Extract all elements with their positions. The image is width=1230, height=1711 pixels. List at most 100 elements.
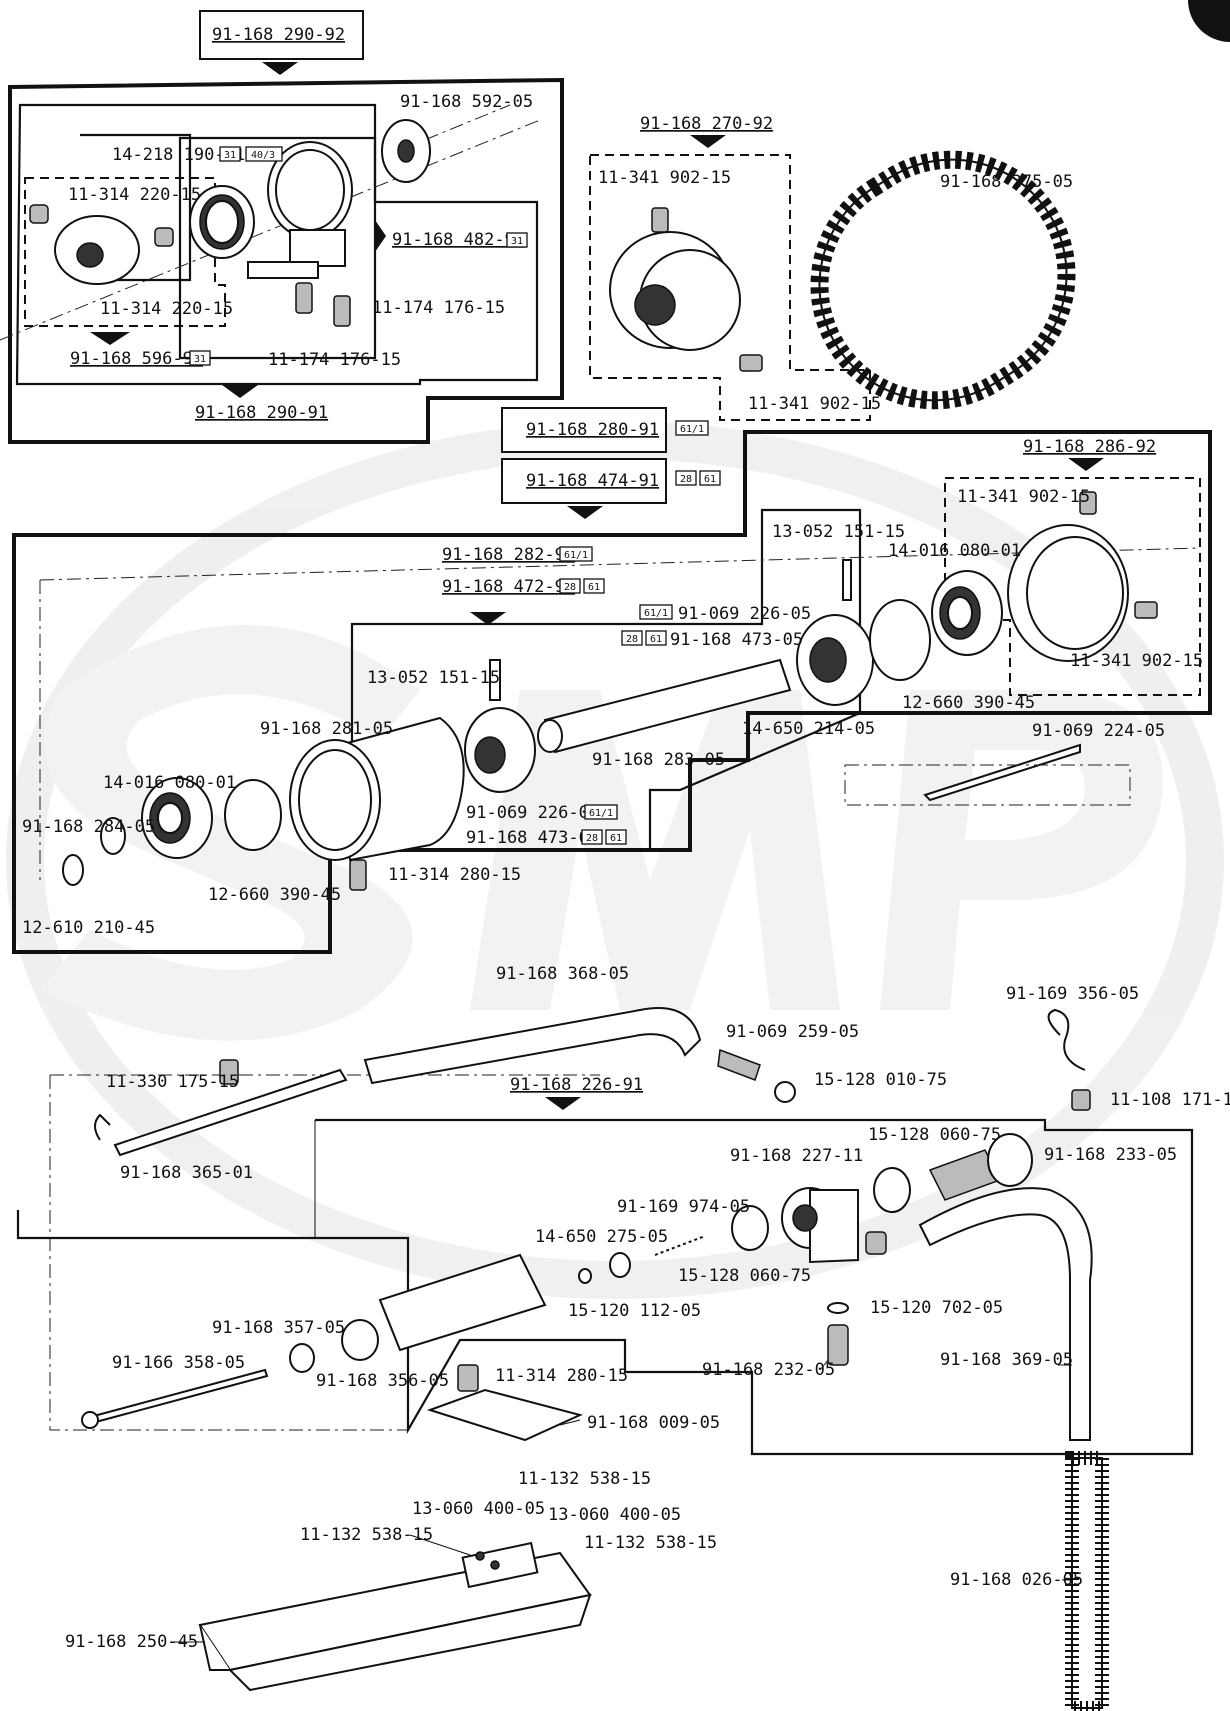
washer-part	[381, 119, 431, 183]
hose-369	[918, 1187, 1093, 1441]
label-11-341-902-15-a: 11-341 902-15	[598, 168, 731, 188]
label-91-168-356-05: 91-168 356-05	[316, 1371, 449, 1391]
check-valve-232	[827, 1302, 849, 1366]
tag-61-1-c: 61/1	[644, 608, 668, 619]
flange-right-part	[796, 559, 874, 706]
assembly-290-92: 91-168 290-92	[0, 10, 564, 444]
tag-31-a: 31	[224, 150, 236, 161]
label-13-060-400-05-a: 13-060 400-05	[412, 1499, 545, 1519]
label-91-069-226-05-b: 91-069 226-05	[466, 803, 599, 823]
plunger-356	[341, 1252, 631, 1361]
label-91-168-473-05-a: 91-168 473-05	[670, 630, 803, 650]
label-11-132-538-15-c: 11-132 538-15	[584, 1533, 717, 1553]
label-11-314-280-15-a: 11-314 280-15	[388, 865, 521, 885]
label-12-610-210-45: 12-610 210-45	[22, 918, 155, 938]
label-11-132-538-15-b: 11-132 538-15	[300, 1525, 433, 1545]
tube-368	[363, 1007, 702, 1085]
cam-clamp-part	[54, 215, 140, 285]
tag-61-1-d: 61/1	[589, 808, 613, 819]
rod-365	[94, 1059, 348, 1157]
label-11-132-538-15-a: 11-132 538-15	[518, 1469, 651, 1489]
label-91-168-009-05: 91-168 009-05	[587, 1413, 720, 1433]
label-91-168-472-91: 91-168 472-91	[442, 577, 575, 597]
label-91-168-482-91: 91-168 482-91	[392, 230, 525, 250]
retaining-ring-right	[869, 599, 931, 681]
label-91-168-226-91: 91-168 226-91	[510, 1075, 643, 1095]
label-91-168-227-11: 91-168 227-11	[730, 1146, 863, 1166]
bearing-left-part	[141, 777, 213, 859]
label-91-168-474-91: 91-168 474-91	[526, 471, 659, 491]
timing-pulley-part	[609, 207, 763, 372]
label-13-052-151-15-b: 13-052 151-15	[367, 668, 500, 688]
label-91-168-282-91: 91-168 282-91	[442, 545, 575, 565]
tag-61-d: 61	[610, 833, 622, 844]
bearing-right-part	[931, 570, 1003, 656]
tag-28-a: 28	[680, 474, 692, 485]
label-11-108-171-15: 11-108 171-15	[1110, 1090, 1230, 1110]
label-91-168-290-91: 91-168 290-91	[195, 403, 328, 423]
tag-61-c: 61	[650, 634, 662, 645]
clip-356	[1047, 1008, 1091, 1111]
tag-61-1-a: 61/1	[680, 424, 704, 435]
label-12-660-390-45-a: 12-660 390-45	[902, 693, 1035, 713]
label-91-168-250-45: 91-168 250-45	[65, 1632, 198, 1652]
label-11-341-902-15-d: 11-341 902-15	[1070, 651, 1203, 671]
label-91-168-368-05: 91-168 368-05	[496, 964, 629, 984]
label-11-341-902-15-c: 11-341 902-15	[957, 487, 1090, 507]
set-screw-small	[29, 204, 174, 247]
assembly-270-92: 91-168 270-92 11-341 902-15 11-341 902-1…	[589, 114, 881, 421]
label-15-120-112-05: 15-120 112-05	[568, 1301, 701, 1321]
label-91-166-358-05: 91-166 358-05	[112, 1353, 245, 1373]
retaining-ring-left	[224, 779, 282, 851]
label-11-174-176-15-b: 11-174 176-15	[268, 350, 401, 370]
nipple-259	[717, 1048, 796, 1103]
label-14-650-275-05: 14-650 275-05	[535, 1227, 668, 1247]
timing-belt-part: 91-168 275-05	[810, 150, 1076, 410]
sleeve-bushing-part	[189, 185, 255, 259]
label-91-069-259-05: 91-069 259-05	[726, 1022, 859, 1042]
label-11-314-280-15-b: 11-314 280-15	[495, 1366, 628, 1386]
shaft-part	[464, 658, 792, 793]
label-91-168-473-05-b: 91-168 473-05	[466, 828, 599, 848]
label-14-016-080-01-a: 14-016 080-01	[888, 541, 1021, 561]
assembly-226-91: 91-168 368-05 91-069 259-05 15-128 010-7…	[16, 964, 1230, 1711]
conduit-026	[1065, 1451, 1109, 1711]
tag-28-d: 28	[586, 833, 598, 844]
label-91-168-270-92: 91-168 270-92	[640, 114, 773, 134]
label-13-052-151-15-a: 13-052 151-15	[772, 522, 905, 542]
label-91-168-026-05: 91-168 026-05	[950, 1570, 1083, 1590]
label-15-128-060-75-b: 15-128 060-75	[678, 1266, 811, 1286]
label-11-341-902-15-b: 11-341 902-15	[748, 394, 881, 414]
label-91-168-281-05: 91-168 281-05	[260, 719, 393, 739]
tag-61-1-b: 61/1	[564, 550, 588, 561]
label-91-168-596-92: 91-168 596-92	[70, 349, 203, 369]
washer-060	[731, 1205, 769, 1251]
label-91-168-275-05: 91-168 275-05	[940, 172, 1073, 192]
tag-28-b: 28	[564, 582, 576, 593]
page-corner-mark	[1188, 0, 1230, 42]
label-15-128-010-75: 15-128 010-75	[814, 1070, 947, 1090]
label-91-168-365-01: 91-168 365-01	[120, 1163, 253, 1183]
label-91-169-356-05: 91-169 356-05	[1006, 984, 1139, 1004]
tag-61-b: 61	[588, 582, 600, 593]
label-91-168-232-05: 91-168 232-05	[702, 1360, 835, 1380]
label-91-069-226-05-a: 91-069 226-05	[678, 604, 811, 624]
label-91-168-290-92: 91-168 290-92	[212, 25, 345, 45]
label-12-660-390-45-b: 12-660 390-45	[208, 885, 341, 905]
label-91-168-283-05: 91-168 283-05	[592, 750, 725, 770]
label-91-168-286-92: 91-168 286-92	[1023, 437, 1156, 457]
tag-31-c: 31	[194, 354, 206, 365]
tag-31-b: 31	[511, 236, 523, 247]
timing-pulley-right	[1007, 491, 1158, 662]
label-14-650-214-05: 14-650 214-05	[742, 719, 875, 739]
tag-61-a: 61	[704, 474, 716, 485]
housing-cylinder-part	[289, 716, 465, 862]
fitting-233	[873, 1133, 1033, 1213]
label-91-168-357-05: 91-168 357-05	[212, 1318, 345, 1338]
label-91-168-592-05: 91-168 592-05	[400, 92, 533, 112]
gasket-009	[426, 1364, 583, 1442]
label-14-218-190-01: 14-218 190-01	[112, 145, 245, 165]
label-91-168-284-05: 91-168 284-05	[22, 817, 155, 837]
label-11-330-175-15: 11-330 175-15	[106, 1072, 239, 1092]
